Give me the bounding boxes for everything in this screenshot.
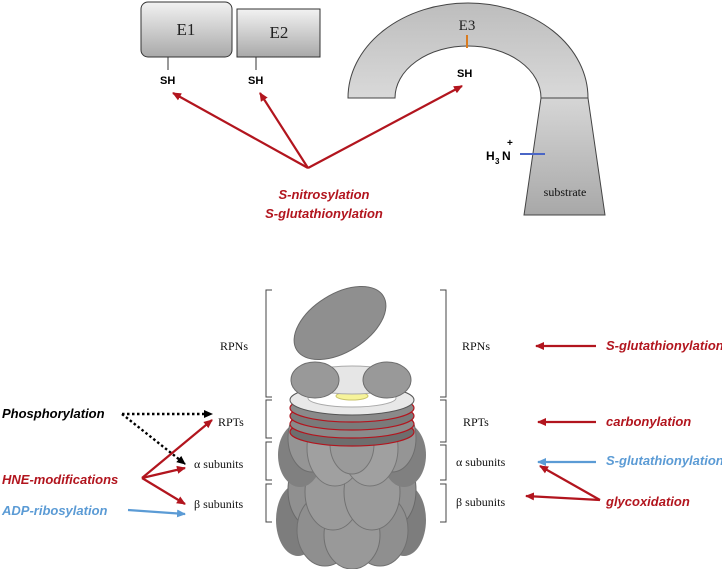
right-arrows <box>525 342 601 502</box>
mod-phosphorylation: Phosphorylation <box>2 406 105 421</box>
label-alpha-left: α subunits <box>194 457 244 471</box>
label-rpts-right: RPTs <box>463 415 489 429</box>
beta-ring <box>276 453 426 569</box>
arrow-adp-beta <box>127 508 186 518</box>
substrate: substrate H 3 N + <box>486 97 606 216</box>
substrate-label: substrate <box>544 185 587 199</box>
mod-hne: HNE-modifications <box>2 472 118 487</box>
label-beta-right: β subunits <box>456 495 505 509</box>
arrow-to-e1 <box>172 92 309 169</box>
amine-charge: + <box>507 138 513 149</box>
arrow-to-e2 <box>259 92 309 169</box>
top-modification-arrows <box>172 85 463 169</box>
label-beta-left: β subunits <box>194 497 243 511</box>
top-mod-glutathionylation: S-glutathionylation <box>265 206 383 221</box>
top-mod-nitrosylation: S-nitrosylation <box>278 187 369 202</box>
arrow-glyco-alpha <box>539 465 601 501</box>
rpn-lid <box>290 285 412 399</box>
amine-n: N <box>502 149 511 163</box>
arrow-hne-alpha <box>141 465 186 480</box>
e2-thiol-label: SH <box>248 75 263 87</box>
mod-carbonylation: carbonylation <box>606 414 691 429</box>
mod-glutathionylation-alpha: S-glutathionylation <box>606 453 722 468</box>
e2-enzyme: E2 SH <box>236 8 321 87</box>
arrow-glyco-beta <box>525 492 601 502</box>
e3-thiol-label: SH <box>457 68 472 80</box>
amine-h: H <box>486 149 495 163</box>
left-arrows <box>121 410 213 518</box>
arrow-hne-rpts <box>141 419 213 479</box>
e3-enzyme: E3 SH <box>347 2 589 99</box>
arrow-phospho-alpha <box>121 413 186 465</box>
mod-glutathionylation-rpn: S-glutathionylation <box>606 338 722 353</box>
left-brackets <box>265 289 272 523</box>
label-rpts-left: RPTs <box>218 415 244 429</box>
e2-label: E2 <box>270 23 289 42</box>
e1-label: E1 <box>177 20 196 39</box>
label-rpns-left: RPNs <box>220 339 248 353</box>
arrow-to-e3 <box>307 85 463 169</box>
e3-label: E3 <box>459 18 476 34</box>
amine-group: H 3 N + <box>486 138 513 166</box>
e1-enzyme: E1 SH <box>140 1 233 87</box>
amine-subscript: 3 <box>495 157 500 166</box>
mod-adp-ribosylation: ADP-ribosylation <box>1 503 108 518</box>
label-alpha-right: α subunits <box>456 455 506 469</box>
mod-glycoxidation: glycoxidation <box>605 494 690 509</box>
proteasome <box>276 285 426 569</box>
e1-thiol-label: SH <box>160 75 175 87</box>
label-rpns-right: RPNs <box>462 339 490 353</box>
arrow-hne-beta <box>141 477 186 505</box>
right-brackets <box>440 289 447 523</box>
